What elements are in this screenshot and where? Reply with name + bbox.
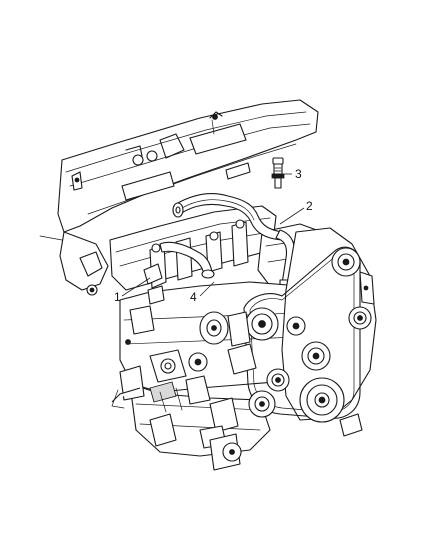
pcv-valve <box>271 157 285 189</box>
callout-leaders <box>121 173 305 297</box>
callout-1: 1 <box>114 290 121 304</box>
cowl-panel <box>39 99 319 296</box>
callout-2: 2 <box>306 199 313 213</box>
callout-4: 4 <box>190 290 197 304</box>
callout-3: 3 <box>295 167 302 181</box>
accessory-drive <box>243 227 377 437</box>
engine-block <box>119 281 331 457</box>
lower-components <box>111 263 257 471</box>
